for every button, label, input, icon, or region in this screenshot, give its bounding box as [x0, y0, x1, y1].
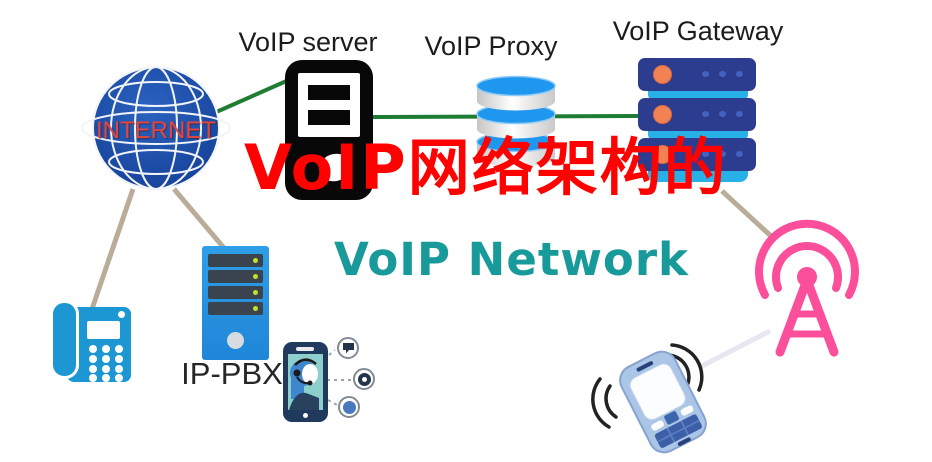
desk-phone-led — [118, 311, 125, 318]
server-icon — [285, 60, 373, 200]
tower-server-icon — [202, 246, 269, 360]
db-disk — [476, 75, 556, 167]
pbx-slot — [208, 254, 263, 267]
link-gateway-tower — [720, 189, 774, 239]
globe-icon — [81, 66, 231, 190]
voip-gateway-label: VoIP Gateway — [612, 16, 784, 46]
database-stack-icon — [476, 75, 556, 167]
ip-pbx-label: IP-PBX — [181, 356, 283, 391]
pbx-button — [227, 332, 244, 349]
pbx-slot — [208, 270, 263, 283]
link-tower-mobile — [698, 328, 772, 370]
rack-power-light — [653, 65, 672, 84]
rack-status-dots — [702, 111, 709, 117]
link-internet-server — [213, 77, 292, 115]
desk-phone-icon — [50, 300, 134, 384]
agent-phone-home-button — [303, 413, 308, 418]
voip-proxy-label: VoIP Proxy — [424, 31, 558, 61]
desk-phone-screen — [87, 321, 120, 339]
pbx-slot — [208, 302, 263, 315]
vibration-arcs — [591, 343, 704, 429]
rack-status-dots — [702, 151, 709, 157]
dotted-connectors — [327, 349, 351, 406]
overlay-title: VoIP网络架构的 — [244, 131, 728, 204]
support-agent-illustration — [289, 358, 319, 410]
link-internet-pbx — [172, 187, 226, 250]
link-internet-deskphone — [89, 188, 136, 310]
voip-server-label: VoIP server — [238, 27, 378, 57]
blue-dot-icon — [338, 396, 360, 418]
mobile-phone-body — [613, 345, 713, 459]
rack-power-light — [653, 145, 672, 164]
desk-phone-handset — [50, 300, 79, 379]
rack-power-light — [653, 105, 672, 124]
pbx-slot — [208, 286, 263, 299]
record-ring-icon — [353, 368, 375, 390]
rack-status-dots — [702, 71, 709, 77]
desk-phone-keypad — [89, 345, 97, 353]
server-screen — [298, 73, 360, 137]
broadcast-tower-icon — [755, 219, 859, 357]
support-agent-phone-icon — [283, 336, 383, 428]
agent-phone-speaker — [296, 347, 314, 351]
mobile-phone-icon — [608, 345, 718, 460]
internet-label: INTERNET — [96, 117, 216, 144]
network-title: VoIP Network — [334, 233, 689, 286]
server-slot — [308, 110, 350, 125]
rack-servers-icon — [638, 54, 758, 196]
agent-phone-screen — [288, 354, 323, 410]
server-slot — [308, 85, 350, 100]
chat-bubble-icon — [337, 337, 359, 359]
